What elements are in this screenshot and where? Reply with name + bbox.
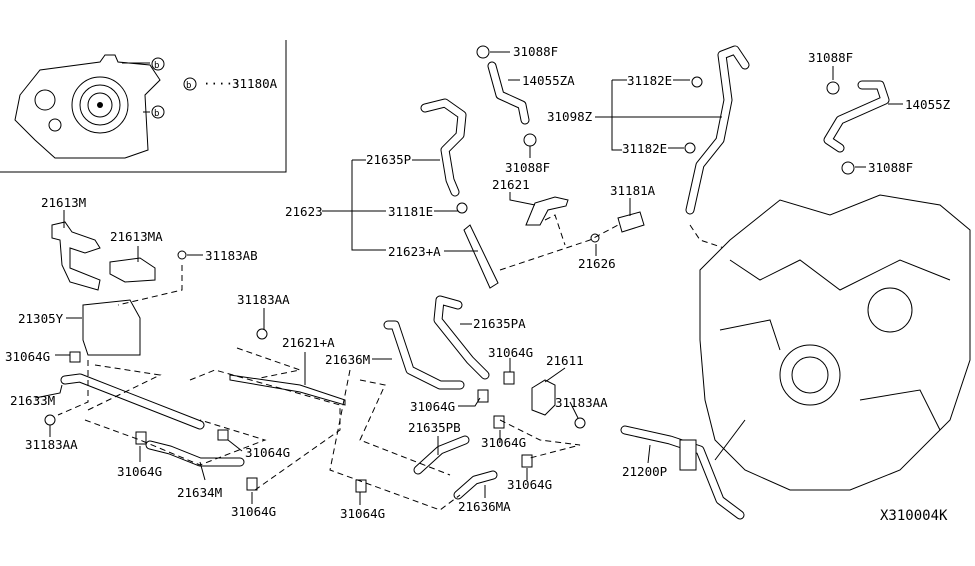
bolt-31181A <box>617 211 645 233</box>
label-21636MA: 21636MA <box>458 499 511 514</box>
inset-transaxle-view: b b b ····· 31180A <box>0 40 287 173</box>
bracket-21200P <box>679 439 697 471</box>
callout-b-key <box>183 77 197 91</box>
label-31180A: 31180A <box>232 76 278 91</box>
label-31064G: 31064G <box>507 477 552 492</box>
label-21626: 21626 <box>578 256 616 271</box>
label-21636M: 21636M <box>325 352 370 367</box>
label-21613MA: 21613MA <box>110 229 163 244</box>
bracket-21613MA <box>109 257 156 283</box>
label-31098Z: 31098Z <box>547 109 593 124</box>
cooler-group <box>44 221 346 491</box>
label-31064G: 31064G <box>5 349 50 364</box>
label-31088F: 31088F <box>513 44 558 59</box>
leader-lines <box>34 51 903 505</box>
label-31181E: 31181E <box>388 204 433 219</box>
callout-b-side <box>151 105 165 119</box>
center-hoses <box>329 45 645 511</box>
label-21200P: 21200P <box>622 464 667 479</box>
transaxle-assembly <box>620 194 971 520</box>
label-31182E: 31182E <box>627 73 672 88</box>
label-31088F: 31088F <box>868 160 913 175</box>
label-31183AA: 31183AA <box>237 292 290 307</box>
diagram-code: X310004K <box>880 508 948 524</box>
label-14055ZA: 14055ZA <box>522 73 575 88</box>
oil-cooler-21305Y <box>82 299 141 356</box>
valve-21611 <box>531 379 556 416</box>
right-hoses <box>684 45 890 251</box>
callout-b-top-label: b <box>154 61 159 71</box>
label-31183AB: 31183AB <box>205 248 258 263</box>
callout-b-key-label: b <box>186 81 191 91</box>
label-31088F: 31088F <box>505 160 550 175</box>
callout-b-side-label: b <box>154 109 159 119</box>
label-21635PA: 21635PA <box>473 316 526 331</box>
clamp-31064G <box>69 351 81 363</box>
label-31064G: 31064G <box>488 345 533 360</box>
label-31182E: 31182E <box>622 141 667 156</box>
label-21621: 21621 <box>492 177 530 192</box>
label-21613M: 21613M <box>41 195 86 210</box>
label-31064G: 31064G <box>410 399 455 414</box>
label-21611: 21611 <box>546 353 584 368</box>
label-21634M: 21634M <box>177 485 222 500</box>
label-21305Y: 21305Y <box>18 311 64 326</box>
label-31183AA: 31183AA <box>555 395 608 410</box>
label-21633M: 21633M <box>10 393 55 408</box>
label-31181A: 31181A <box>610 183 656 198</box>
label-31183AA: 31183AA <box>25 437 78 452</box>
label-21635P: 21635P <box>366 152 411 167</box>
label-21623A: 21623+A <box>388 244 441 259</box>
callout-b-top <box>151 57 165 71</box>
bolt-key-separator: ····· <box>203 76 241 91</box>
label-21623: 21623 <box>285 204 323 219</box>
label-31064G: 31064G <box>245 445 290 460</box>
label-31064G: 31064G <box>231 504 276 519</box>
label-31088F: 31088F <box>808 50 853 65</box>
label-31064G: 31064G <box>117 464 162 479</box>
label-31064G: 31064G <box>481 435 526 450</box>
label-31064G: 31064G <box>340 506 385 521</box>
part-labels: 21613M 21613MA 31183AB 31183AA 21305Y 31… <box>5 44 951 524</box>
bracket-21613M <box>51 221 101 291</box>
fitting-21621 <box>525 196 569 226</box>
label-21635PB: 21635PB <box>408 420 461 435</box>
label-21621A: 21621+A <box>282 335 335 350</box>
tube-21623A <box>463 224 499 289</box>
label-14055Z: 14055Z <box>905 97 951 112</box>
